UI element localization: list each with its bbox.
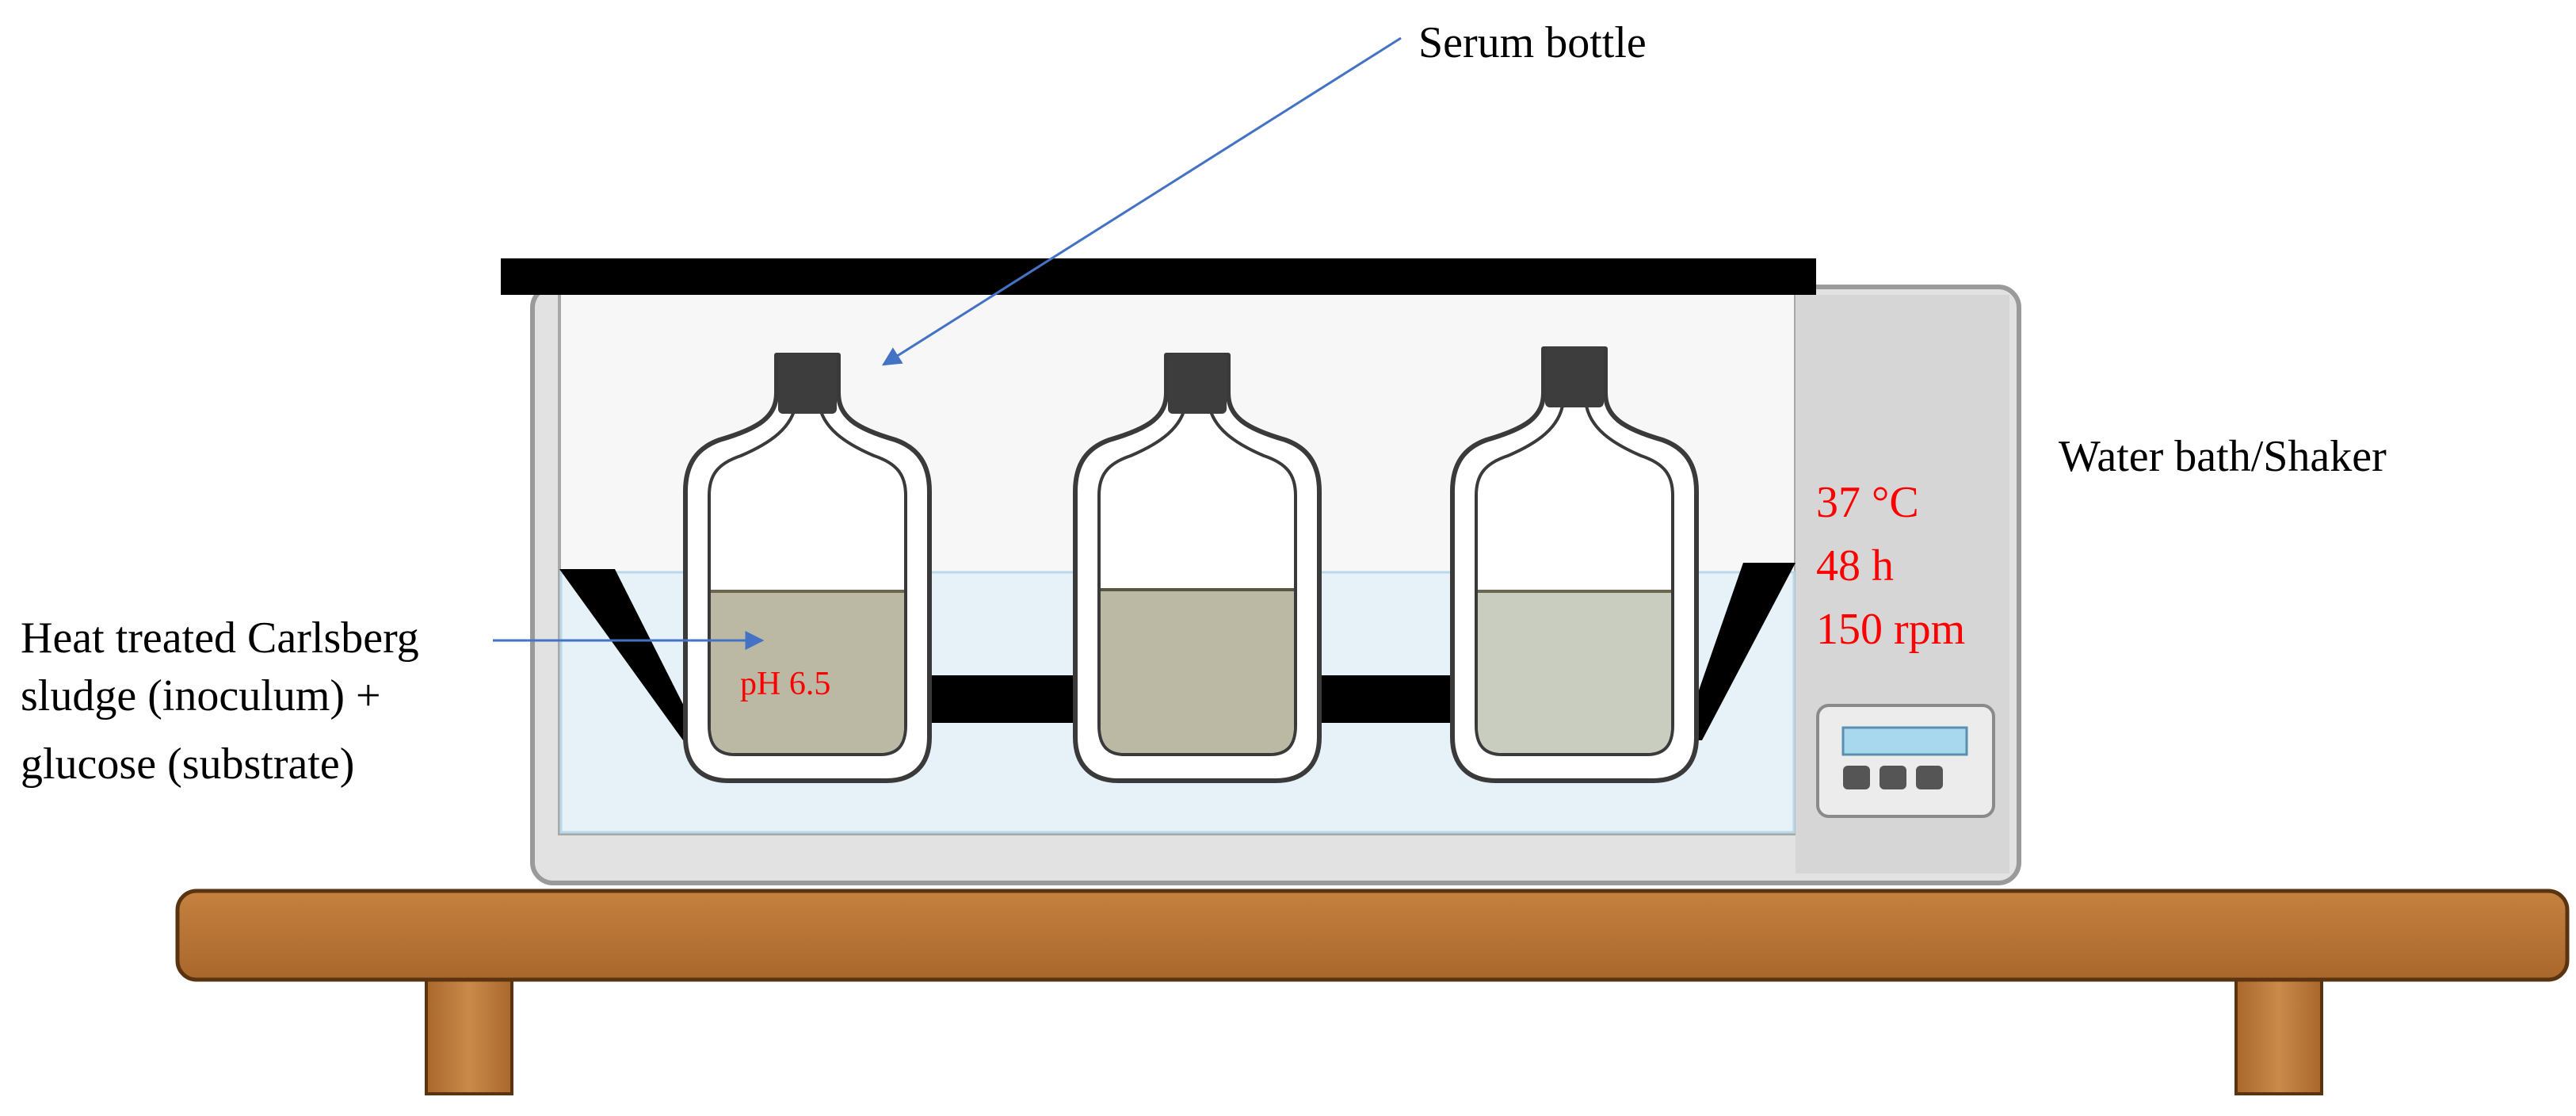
ph-label: pH 6.5 <box>740 666 830 702</box>
bottle-cap <box>1168 354 1227 414</box>
inoculum-label-line-2: sludge (inoculum) + <box>21 671 381 720</box>
table-leg-left <box>425 975 513 1095</box>
button-icon <box>1880 766 1906 789</box>
table-top <box>175 889 2570 982</box>
inoculum-label-line-1: Heat treated Carlsberg <box>21 613 419 663</box>
bottle-liquid <box>1101 590 1294 753</box>
speed-label: 150 rpm <box>1816 605 1965 654</box>
water-bath-label: Water bath/Shaker <box>2059 432 2387 481</box>
inoculum-label-line-3: glucose (substrate) <box>21 740 354 789</box>
rack-right-arm <box>1681 563 1796 740</box>
serum-bottle-3 <box>1450 346 1699 783</box>
lcd-display-icon <box>1841 726 1968 756</box>
rack-left-arm <box>559 569 701 740</box>
serum-bottle-2 <box>1073 353 1322 783</box>
table-leg-right <box>2234 975 2323 1095</box>
control-box <box>1816 704 1995 818</box>
control-unit <box>1816 704 1995 818</box>
serum-bottle-1 <box>683 353 932 783</box>
bottle-cap <box>778 354 837 414</box>
bottle-liquid <box>1478 591 1671 753</box>
button-icon <box>1916 766 1943 789</box>
bottle-cap <box>1545 347 1604 407</box>
duration-label: 48 h <box>1816 541 1894 590</box>
table <box>175 889 2570 1095</box>
rack-crossbar-1 <box>932 675 1074 723</box>
rack-crossbar-2 <box>1322 675 1464 723</box>
serum-bottle-label: Serum bottle <box>1418 18 1647 67</box>
temperature-label: 37 °C <box>1816 478 1919 527</box>
water-bath-lid <box>501 258 1816 295</box>
button-icon <box>1843 766 1870 789</box>
serum-bottle-arrow <box>881 36 1402 366</box>
